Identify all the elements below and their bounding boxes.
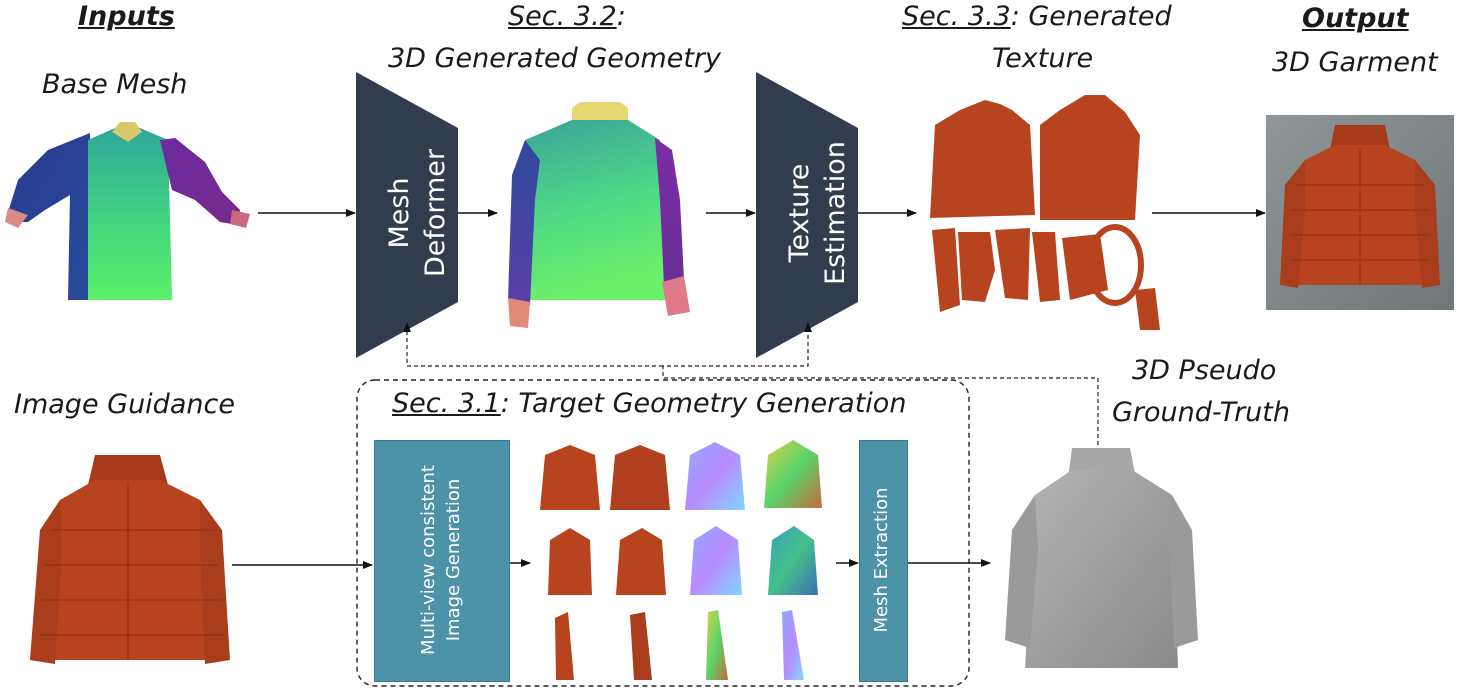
feedback-arrowhead-deformer: [403, 322, 411, 332]
pseudo-ground-truth-mesh: [1005, 448, 1198, 668]
texture-estimation-block: [756, 72, 858, 358]
sec33-ref: Sec. 3.3: [902, 1, 1011, 32]
sec33-heading: Sec. 3.3: Generated: [902, 0, 1172, 34]
multiview-line1: Multi-view consistent: [418, 465, 439, 655]
multiview-line2: Image Generation: [443, 478, 464, 642]
image-guidance-jacket: [30, 455, 230, 664]
sec32-title: 3D Generated Geometry: [388, 43, 722, 74]
multiview-text: Multi-view consistent Image Generation: [416, 440, 466, 680]
multiview-thumbnails: [540, 440, 822, 680]
image-guidance-label: Image Guidance: [14, 389, 235, 420]
pseudo-gt-line2: Ground-Truth: [1112, 397, 1290, 428]
mesh-extraction-block: [859, 440, 908, 682]
texture-estimation-line1: Texture: [784, 163, 815, 263]
multiview-generation-block: [374, 440, 510, 682]
sec31-dashed-box: [356, 379, 970, 687]
sec32-heading: Sec. 3.2:: [508, 0, 626, 34]
mesh-extraction-text: Mesh Extraction: [869, 440, 895, 680]
texture-map-image: [930, 95, 1160, 330]
mesh-deformer-text: Mesh Deformer: [382, 113, 451, 313]
feedback-arrowhead-texture: [804, 322, 812, 332]
inputs-heading: Inputs: [78, 1, 175, 32]
generated-geometry-image: [508, 102, 690, 328]
base-mesh-image: [5, 122, 250, 300]
mesh-deformer-line2: Deformer: [420, 148, 451, 278]
base-mesh-label: Base Mesh: [42, 69, 188, 100]
output-garment-image: [1266, 115, 1454, 310]
texture-estimation-line2: Estimation: [820, 141, 851, 285]
mesh-deformer-line1: Mesh: [384, 177, 415, 249]
pseudo-gt-line1: 3D Pseudo: [1132, 355, 1277, 386]
sec32-ref: Sec. 3.2: [508, 1, 617, 32]
sec33-line2: Texture: [992, 43, 1094, 74]
sec32-colon: :: [616, 1, 626, 32]
sec31-ref: Sec. 3.1: [392, 388, 501, 419]
texture-estimation-text: Texture Estimation: [782, 113, 851, 313]
mesh-extraction-line: Mesh Extraction: [871, 487, 892, 633]
output-label: 3D Garment: [1272, 47, 1438, 78]
sec31-rest: : Target Geometry Generation: [500, 388, 907, 419]
mesh-deformer-block: [356, 72, 458, 358]
sec33-rest: : Generated: [1010, 1, 1172, 32]
output-heading: Output: [1302, 3, 1409, 34]
sec31-heading: Sec. 3.1: Target Geometry Generation: [392, 387, 906, 421]
dashed-feedback-lines: [406, 330, 1099, 445]
